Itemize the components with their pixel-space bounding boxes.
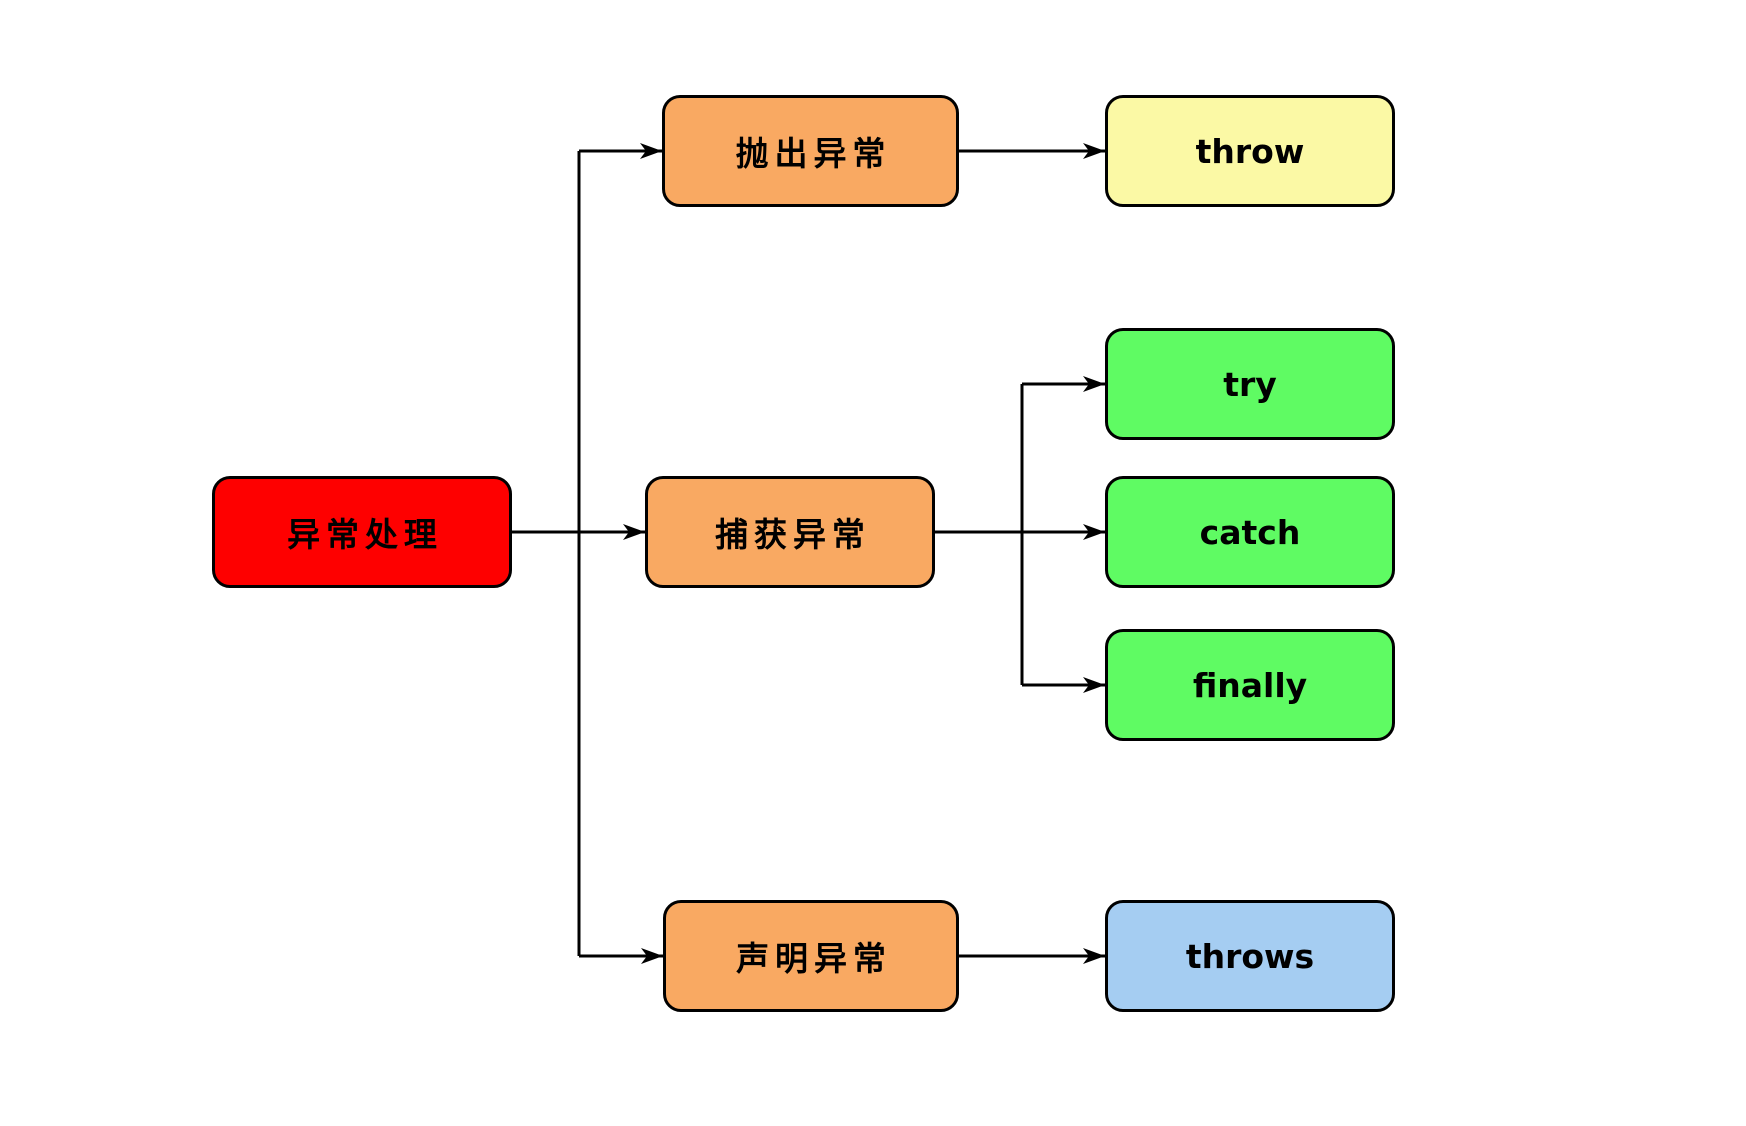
node-leaf-throw: throw [1105,95,1395,207]
node-branch-declare-exception: 声明异常 [663,900,959,1012]
node-leaf-throws: throws [1105,900,1395,1012]
node-leaf-finally: finally [1105,629,1395,741]
node-branch-throw-exception: 抛出异常 [662,95,959,207]
node-branch-catch-exception: 捕获异常 [645,476,935,588]
node-leaf-try: try [1105,328,1395,440]
node-root-exception-handling: 异常处理 [212,476,512,588]
node-leaf-catch: catch [1105,476,1395,588]
